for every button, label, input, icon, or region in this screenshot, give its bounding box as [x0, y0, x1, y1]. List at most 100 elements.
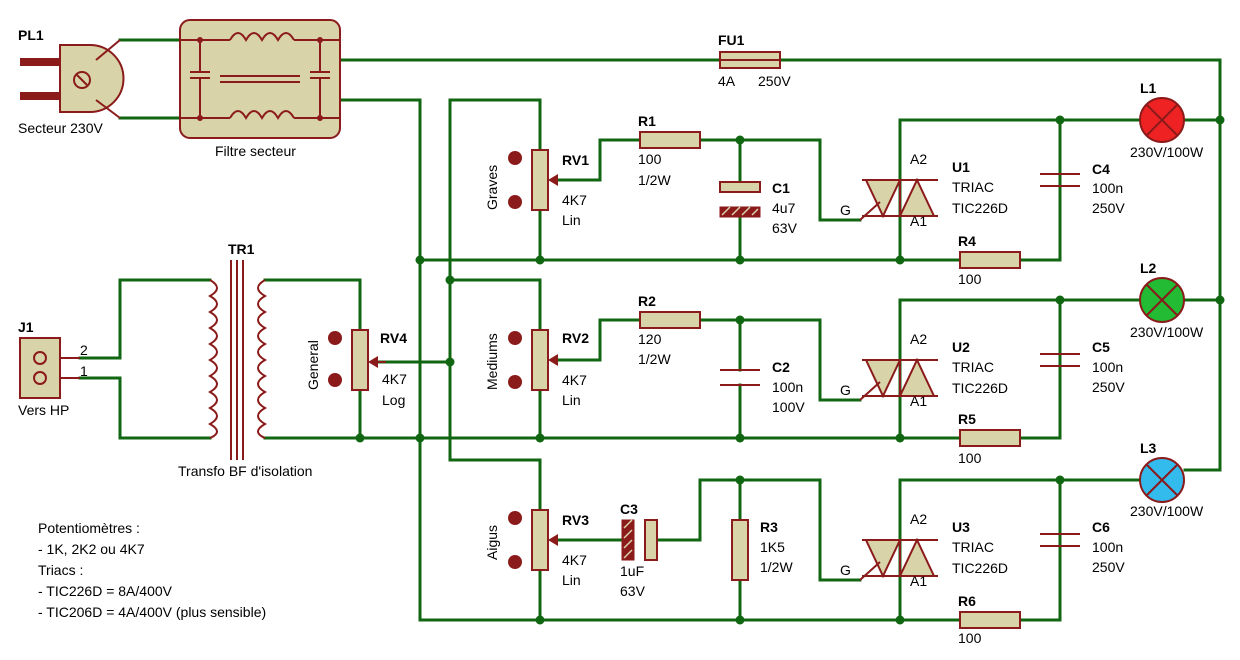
- rv4-label: General: [305, 340, 321, 390]
- l2-ref: L2: [1140, 260, 1157, 276]
- resistor-r1: R1 100 1/2W: [638, 113, 701, 188]
- rv3-taper: Lin: [562, 572, 581, 588]
- tr1-ref: TR1: [228, 241, 255, 257]
- potentiometer-rv4: RV4 4K7 Log General: [305, 329, 407, 408]
- r2-power: 1/2W: [638, 351, 671, 367]
- u2-type: TRIAC: [952, 359, 994, 375]
- c1-value: 4u7: [772, 200, 796, 216]
- c1-ref: C1: [772, 180, 790, 196]
- capacitor-c3: C3 1uF 63V: [620, 501, 658, 599]
- c5-voltage: 250V: [1092, 379, 1125, 395]
- u3-pin-g: G: [840, 562, 851, 578]
- r1-power: 1/2W: [638, 172, 671, 188]
- resistor-r2: R2 120 1/2W: [638, 293, 701, 367]
- rv2-taper: Lin: [562, 392, 581, 408]
- capacitor-c5: C5 100n 250V: [1040, 339, 1125, 395]
- rv1-taper: Lin: [562, 212, 581, 228]
- c3-voltage: 63V: [620, 583, 646, 599]
- c5-value: 100n: [1092, 359, 1123, 375]
- c1-voltage: 63V: [772, 220, 798, 236]
- rv3-label: Aigus: [484, 525, 500, 560]
- fu1-voltage: 250V: [758, 73, 791, 89]
- capacitor-c1: C1 4u7 63V: [719, 180, 798, 236]
- u3-pin-a1: A1: [910, 573, 927, 589]
- c3-ref: C3: [620, 501, 638, 517]
- lamp-l2: L2 230V/100W: [1130, 260, 1204, 340]
- pl1-value: Secteur 230V: [18, 120, 103, 136]
- capacitor-c4: C4 100n 250V: [1040, 161, 1125, 216]
- r3-value: 1K5: [760, 539, 785, 555]
- fu1-ref: FU1: [718, 32, 745, 48]
- u1-pin-a2: A2: [910, 151, 927, 167]
- c2-ref: C2: [772, 359, 790, 375]
- fuse-fu1: FU1 4A 250V: [718, 32, 791, 89]
- u2-pin-a2: A2: [910, 331, 927, 347]
- r4-ref: R4: [958, 233, 976, 249]
- fu1-rating: 4A: [718, 73, 736, 89]
- triac-u1: A2 A1 G U1 TRIAC TIC226D: [840, 151, 1008, 229]
- u2-pin-a1: A1: [910, 393, 927, 409]
- rv2-value: 4K7: [562, 372, 587, 388]
- rv4-value: 4K7: [382, 371, 407, 387]
- c6-voltage: 250V: [1092, 559, 1125, 575]
- r3-power: 1/2W: [760, 559, 793, 575]
- c4-ref: C4: [1092, 161, 1110, 177]
- c4-voltage: 250V: [1092, 200, 1125, 216]
- transformer-tr1: TR1 Transfo BF d'isolation: [178, 241, 312, 479]
- filter-label: Filtre secteur: [215, 143, 296, 159]
- rv2-ref: RV2: [562, 330, 589, 346]
- u2-part: TIC226D: [952, 380, 1008, 396]
- rv1-value: 4K7: [562, 192, 587, 208]
- l2-value: 230V/100W: [1130, 324, 1204, 340]
- note-line: - TIC206D = 4A/400V (plus sensible): [38, 604, 266, 620]
- tr1-value: Transfo BF d'isolation: [178, 463, 312, 479]
- r5-value: 100: [958, 450, 982, 466]
- rv2-label: Mediums: [484, 333, 500, 390]
- u3-pin-a2: A2: [910, 511, 927, 527]
- rv1-label: Graves: [484, 165, 500, 210]
- r2-value: 120: [638, 331, 662, 347]
- notes-block: Potentiomètres : - 1K, 2K2 ou 4K7 Triacs…: [38, 520, 266, 620]
- resistor-r5: R5 100: [958, 411, 1021, 466]
- l1-value: 230V/100W: [1130, 144, 1204, 160]
- u3-part: TIC226D: [952, 560, 1008, 576]
- r5-ref: R5: [958, 411, 976, 427]
- l3-value: 230V/100W: [1130, 503, 1204, 519]
- note-line: Potentiomètres :: [38, 520, 140, 536]
- u1-type: TRIAC: [952, 179, 994, 195]
- capacitor-c6: C6 100n 250V: [1040, 519, 1125, 575]
- u1-ref: U1: [952, 159, 970, 175]
- u3-ref: U3: [952, 519, 970, 535]
- l3-ref: L3: [1140, 440, 1157, 456]
- potentiometer-rv3: RV3 4K7 Lin Aigus: [484, 509, 589, 588]
- j1-value: Vers HP: [18, 402, 69, 418]
- triac-u2: A2 A1 G U2 TRIAC TIC226D: [840, 331, 1008, 409]
- j1-pin2: 2: [80, 342, 88, 358]
- u3-type: TRIAC: [952, 539, 994, 555]
- pl1-ref: PL1: [18, 27, 44, 43]
- triac-u3: A2 A1 G U3 TRIAC TIC226D: [840, 511, 1008, 589]
- c4-value: 100n: [1092, 180, 1123, 196]
- r4-value: 100: [958, 271, 982, 287]
- c6-ref: C6: [1092, 519, 1110, 535]
- j1-ref: J1: [18, 319, 34, 335]
- r1-value: 100: [638, 151, 662, 167]
- lamp-l3: L3 230V/100W: [1130, 440, 1204, 519]
- l1-ref: L1: [1140, 80, 1157, 96]
- rv3-value: 4K7: [562, 552, 587, 568]
- u1-pin-a1: A1: [910, 213, 927, 229]
- u2-pin-g: G: [840, 382, 851, 398]
- u1-part: TIC226D: [952, 200, 1008, 216]
- plug-pl1: PL1 Secteur 230V: [18, 27, 125, 136]
- u2-ref: U2: [952, 339, 970, 355]
- r3-ref: R3: [760, 519, 778, 535]
- rv4-taper: Log: [382, 392, 405, 408]
- r6-value: 100: [958, 630, 982, 646]
- r6-ref: R6: [958, 593, 976, 609]
- potentiometer-rv1: RV1 4K7 Lin Graves: [484, 149, 589, 228]
- note-line: - TIC226D = 8A/400V: [38, 583, 173, 599]
- c5-ref: C5: [1092, 339, 1110, 355]
- c6-value: 100n: [1092, 539, 1123, 555]
- c3-value: 1uF: [620, 563, 644, 579]
